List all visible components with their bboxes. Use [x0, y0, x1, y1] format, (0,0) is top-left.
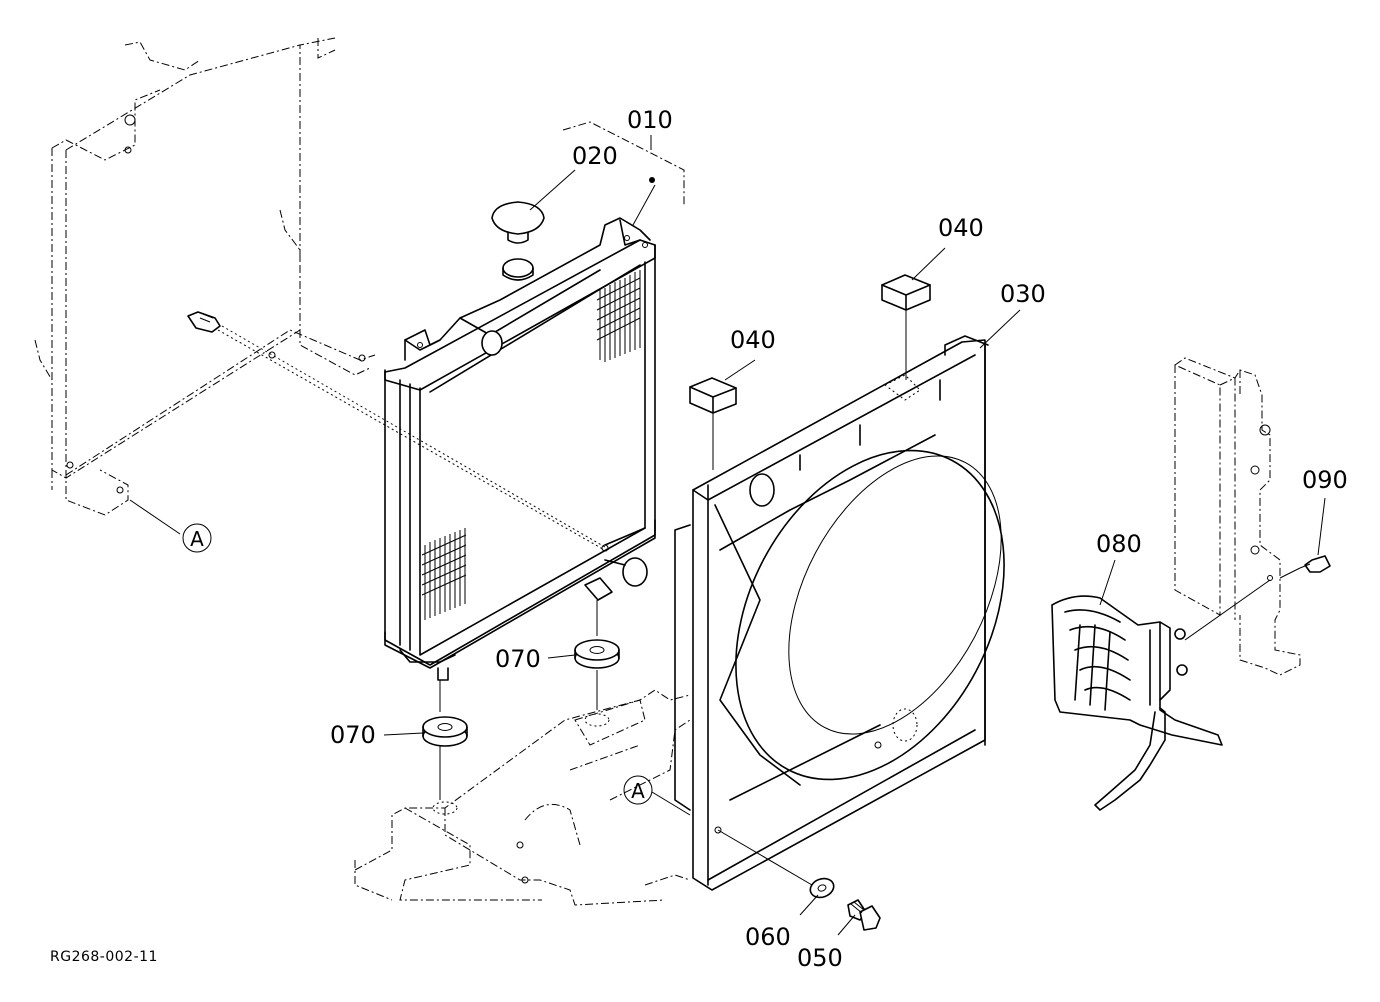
callout-040-left: 040: [730, 326, 776, 354]
leader-lines: [129, 135, 1326, 936]
fan-guard: [1051, 595, 1223, 811]
core-fins-bottom: [421, 528, 467, 620]
fan-shroud: [674, 335, 1005, 891]
assembly-lines: [217, 310, 1301, 886]
marker-a-left: A: [182, 523, 212, 553]
marker-a-center: A: [623, 775, 653, 805]
washer: [809, 877, 835, 899]
bolt: [847, 899, 881, 931]
callout-030: 030: [1000, 280, 1046, 308]
small-bolt: [1299, 555, 1331, 573]
cushion-left: [689, 377, 737, 414]
callout-010: 010: [627, 106, 673, 134]
callout-020: 020: [572, 142, 618, 170]
radiator-assembly: [384, 217, 656, 681]
callout-labels: 010 020 030 040 040 050 060 070 070 080 …: [330, 106, 1348, 972]
marker-a-left-label: A: [190, 527, 204, 551]
callout-040-top: 040: [938, 214, 984, 242]
side-support: [1174, 357, 1301, 676]
marker-a-center-label: A: [631, 779, 645, 803]
chassis-frame: [354, 689, 691, 906]
frame-bolt: [187, 311, 221, 333]
assembly-bracket: [562, 121, 685, 205]
cushion-top: [881, 274, 931, 311]
radiator-cap: [491, 201, 545, 244]
diagram-reference-code: RG268-002-11: [50, 949, 158, 965]
rear-frame-panel: [34, 37, 376, 516]
core-fins-top: [596, 270, 641, 362]
callout-070-lower: 070: [330, 721, 376, 749]
callout-070-upper: 070: [495, 645, 541, 673]
callout-060: 060: [745, 923, 791, 951]
callout-090: 090: [1302, 466, 1348, 494]
callout-050: 050: [797, 944, 843, 972]
callout-080: 080: [1096, 530, 1142, 558]
assembly-dot: [649, 177, 655, 183]
mount-cushion-lower: [422, 716, 468, 747]
mount-cushion-upper: [574, 639, 620, 669]
